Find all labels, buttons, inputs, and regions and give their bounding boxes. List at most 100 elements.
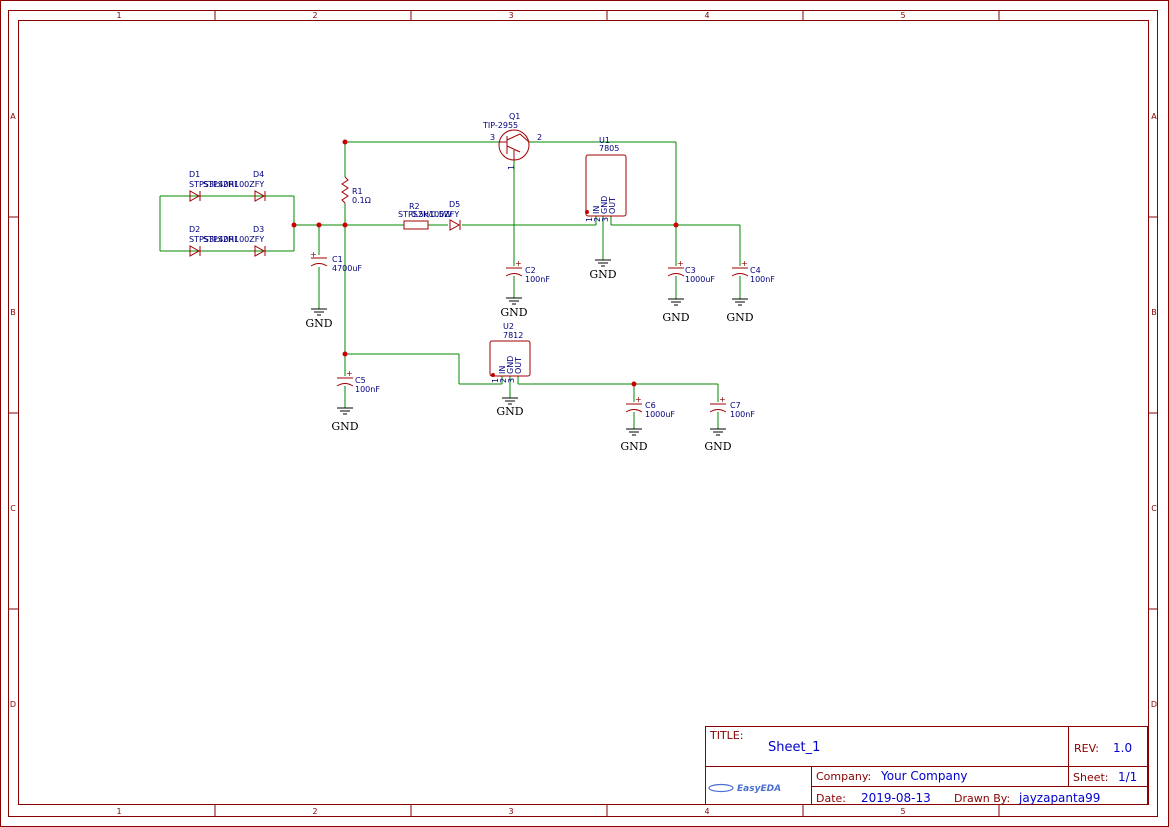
- company-value: Your Company: [880, 769, 968, 783]
- gnd-label-c4: GND: [726, 311, 753, 324]
- q1-value: TIP-2955: [482, 121, 518, 130]
- capacitor-c3[interactable]: + C3 1000uF: [667, 259, 715, 284]
- u2-pin-num-3: 3: [507, 378, 516, 383]
- easyeda-logo-text: EasyEDA: [737, 784, 781, 794]
- u2-value: 7812: [503, 331, 523, 340]
- c4-plus-sign: +: [741, 259, 748, 268]
- date-value: 2019-08-13: [861, 791, 931, 805]
- capacitor-c7[interactable]: + C7 100nF: [709, 395, 755, 419]
- col-label-3-bottom: 3: [508, 807, 513, 816]
- capacitor-c2[interactable]: + C2 100nF: [505, 259, 550, 284]
- ground-icon: GND: [620, 428, 648, 453]
- col-label-1-bottom: 1: [116, 807, 121, 816]
- c1-value: 4700uF: [332, 264, 362, 273]
- q1-pin-3: 3: [490, 133, 495, 142]
- diode-d1[interactable]: D1 STPS3L40RL: [189, 170, 239, 202]
- capacitor-c6[interactable]: + C6 1000uF: [625, 395, 675, 419]
- r1-value: 0.1Ω: [352, 196, 371, 205]
- regulator-u1[interactable]: U1 7805 IN GND OUT 1 2 3: [585, 136, 627, 222]
- d1-value: STPS3L40RL: [189, 180, 239, 189]
- ground-icon: GND: [500, 297, 528, 319]
- gnd-label-u1: GND: [589, 268, 616, 281]
- d3-ref: D3: [253, 225, 264, 234]
- c7-value: 100nF: [730, 410, 755, 419]
- diode-d4[interactable]: D4 STPS2H100ZFY: [203, 170, 266, 202]
- c1-plus-sign: +: [310, 250, 317, 259]
- gnd-label-c3: GND: [662, 311, 689, 324]
- row-label-a-right: A: [1151, 112, 1157, 121]
- u1-value: 7805: [599, 144, 619, 153]
- u1-pin-num-3: 3: [601, 217, 610, 222]
- u1-ref: U1: [599, 136, 610, 145]
- row-label-d-left: D: [10, 700, 16, 709]
- c2-ref: C2: [525, 266, 536, 275]
- title-key: TITLE:: [709, 729, 743, 742]
- company-key: Company:: [816, 770, 871, 783]
- u1-pin-in: IN: [592, 206, 601, 214]
- ground-symbols: GND GND GND GND GND GND GND GND: [305, 259, 754, 453]
- u2-pin-out: OUT: [514, 357, 523, 374]
- row-label-d-right: D: [1151, 700, 1157, 709]
- d2-value: STPS3L40RL: [189, 235, 239, 244]
- drawn-by-value: jayzapanta99: [1018, 791, 1100, 805]
- c6-value: 1000uF: [645, 410, 675, 419]
- capacitor-c4[interactable]: + C4 100nF: [731, 259, 775, 284]
- date-key: Date:: [816, 792, 846, 805]
- transistor-q1[interactable]: Q1 TIP-2955 3 2 1: [482, 112, 542, 170]
- title-block: TITLE: Sheet_1 REV: 1.0 Company: Your Co…: [705, 726, 1148, 805]
- u1-pin-out: OUT: [608, 197, 617, 214]
- c3-value: 1000uF: [685, 275, 715, 284]
- row-label-b-right: B: [1151, 308, 1157, 317]
- c2-plus-sign: +: [515, 259, 522, 268]
- col-label-2-top: 2: [312, 11, 317, 20]
- rev-value: 1.0: [1113, 741, 1132, 755]
- c6-ref: C6: [645, 401, 656, 410]
- capacitor-c1[interactable]: + C1 4700uF: [310, 250, 362, 273]
- r1-ref: R1: [352, 187, 363, 196]
- row-label-c-right: C: [1151, 504, 1157, 513]
- c2-value: 100nF: [525, 275, 550, 284]
- c6-plus-sign: +: [635, 395, 642, 404]
- c7-ref: C7: [730, 401, 741, 410]
- d5-ref: D5: [449, 200, 460, 209]
- sheet-border: [8, 10, 1158, 817]
- d1-ref: D1: [189, 170, 200, 179]
- q1-pin-2: 2: [537, 133, 542, 142]
- col-label-5-bottom: 5: [900, 807, 905, 816]
- ground-icon: GND: [331, 407, 359, 433]
- capacitor-c5[interactable]: + C5 100nF: [336, 369, 380, 394]
- resistor-r2[interactable]: R2 0.5k/0.5W: [403, 202, 452, 230]
- ground-icon: GND: [589, 259, 617, 281]
- diode-d5[interactable]: D5 STPS2H100ZFY: [398, 200, 461, 231]
- u2-pin-gnd: GND: [506, 356, 515, 374]
- regulator-u2[interactable]: U2 7812 IN GND OUT 1 2 3: [489, 322, 531, 383]
- diode-d2[interactable]: D2 STPS3L40RL: [189, 225, 239, 257]
- sheet-key: Sheet:: [1073, 771, 1109, 784]
- ground-icon: GND: [704, 428, 732, 453]
- c3-plus-sign: +: [677, 259, 684, 268]
- u1-pin-gnd: GND: [600, 196, 609, 214]
- column-dividers: [214, 10, 1000, 816]
- row-label-b-left: B: [10, 308, 16, 317]
- gnd-label-c1: GND: [305, 317, 332, 330]
- r2-ref: R2: [409, 202, 420, 211]
- col-label-4-top: 4: [704, 11, 709, 20]
- c5-value: 100nF: [355, 385, 380, 394]
- junctions: [291, 139, 679, 387]
- row-label-c-left: C: [10, 504, 16, 513]
- u2-pin-in: IN: [498, 366, 507, 374]
- sheet-value: 1/1: [1118, 770, 1137, 784]
- u1-pin-num-1: 1: [585, 217, 594, 222]
- inner-border: [18, 20, 1149, 805]
- r2-value: 0.5k/0.5W: [411, 210, 452, 219]
- resistor-r1[interactable]: R1 0.1Ω: [341, 176, 371, 205]
- c7-plus-sign: +: [719, 395, 726, 404]
- ground-icon: GND: [496, 397, 524, 418]
- diode-d3[interactable]: D3 STPS2H100ZFY: [203, 225, 266, 257]
- q1-ref: Q1: [509, 112, 520, 121]
- u2-pin-num-1: 1: [491, 378, 500, 383]
- ground-icon: GND: [662, 298, 690, 324]
- ground-icon: GND: [726, 298, 754, 324]
- drawn-by-key: Drawn By:: [954, 792, 1010, 805]
